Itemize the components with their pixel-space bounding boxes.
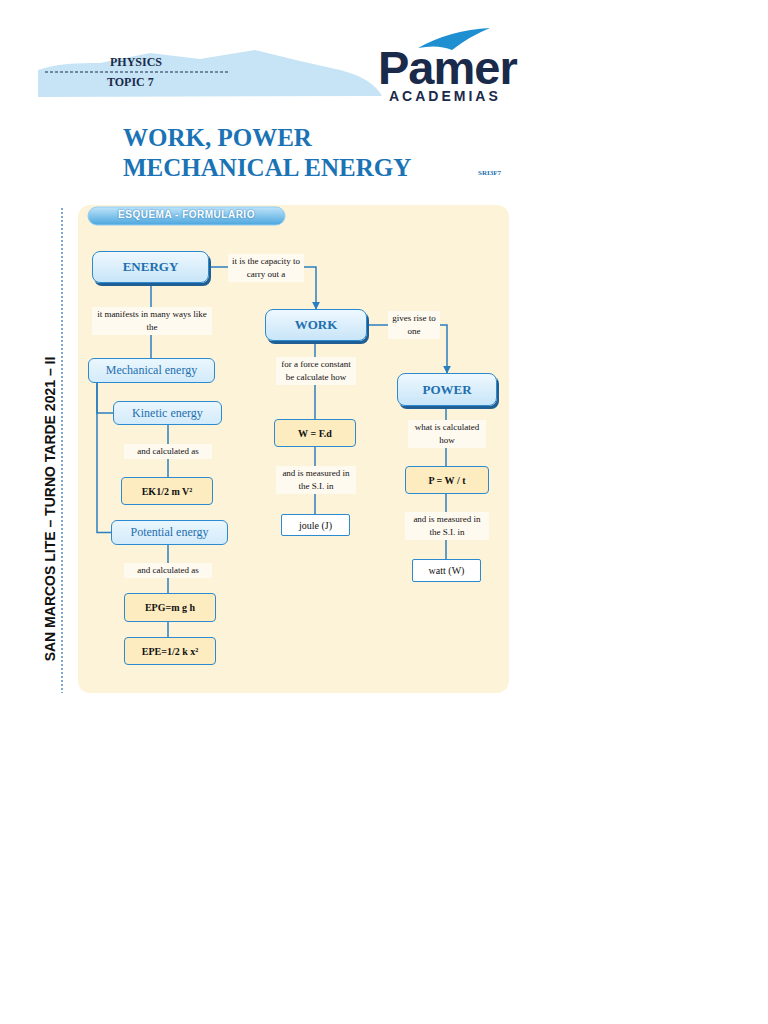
- tag-pill: [88, 207, 285, 225]
- node-text: Potential energy: [127, 525, 211, 540]
- unit-box: joule (J): [281, 514, 350, 536]
- side-rule: [61, 208, 62, 693]
- node-text: watt (W): [426, 565, 468, 576]
- panel: [78, 205, 509, 693]
- page-title: WORK, POWER MECHANICAL ENERGY: [123, 123, 438, 183]
- header-wave: [38, 50, 382, 97]
- formula-box: EPE=1/2 k x²: [124, 637, 216, 665]
- node-text: POWER: [419, 382, 474, 398]
- edge-label: for a force constant be calculate how: [276, 357, 356, 385]
- connector: [97, 383, 113, 413]
- node-text: EK1/2 m V²: [139, 486, 196, 497]
- topic-box: Potential energy: [111, 520, 228, 545]
- side-caption: SAN MARCOS LITE – TURNO TARDE 2021 – II: [42, 319, 58, 699]
- logo-subtitle: ACADEMIAS: [389, 88, 501, 104]
- node-text: EPE=1/2 k x²: [139, 646, 201, 657]
- edge-label: and calculated as: [124, 444, 212, 459]
- formula-box: EK1/2 m V²: [121, 477, 213, 505]
- formula-box: W = F.d: [274, 419, 356, 447]
- concept-box: ENERGY: [92, 251, 209, 283]
- formula-box: P = W / t: [405, 466, 489, 494]
- node-text: ENERGY: [120, 259, 182, 275]
- node-text: WORK: [292, 317, 341, 333]
- node-text: EPG=m g h: [142, 602, 198, 613]
- topic-box: Mechanical energy: [88, 358, 215, 383]
- logo-name: Pamer: [378, 40, 517, 95]
- edge-label: and calculated as: [124, 563, 212, 578]
- code-label: SRI3F7: [478, 169, 501, 177]
- edge-label: and is measured in the S.I. in: [276, 466, 356, 494]
- edge-label: it is the capacity to carry out a: [228, 254, 304, 282]
- header-topic: TOPIC 7: [107, 75, 154, 90]
- edge-label: gives rise to one: [388, 311, 440, 339]
- node-text: joule (J): [296, 520, 335, 531]
- node-text: Kinetic energy: [129, 406, 206, 421]
- connector: [97, 383, 111, 533]
- tag-text: ESQUEMA - FORMULARIO: [88, 209, 285, 220]
- node-text: P = W / t: [425, 475, 468, 486]
- header-rule: [45, 72, 230, 73]
- concept-box: POWER: [397, 373, 497, 406]
- formula-box: EPG=m g h: [124, 593, 216, 622]
- node-text: Mechanical energy: [103, 363, 200, 378]
- header-subject: PHYSICS: [110, 55, 162, 70]
- unit-box: watt (W): [412, 559, 481, 582]
- edge-label: what is calculated how: [408, 420, 486, 448]
- connector: [167, 622, 169, 637]
- edge-label: it manifests in many ways like the: [92, 307, 212, 335]
- concept-box: WORK: [265, 309, 367, 341]
- node-text: W = F.d: [295, 428, 335, 439]
- edge-label: and is measured in the S.I. in: [405, 512, 489, 540]
- topic-box: Kinetic energy: [113, 401, 222, 425]
